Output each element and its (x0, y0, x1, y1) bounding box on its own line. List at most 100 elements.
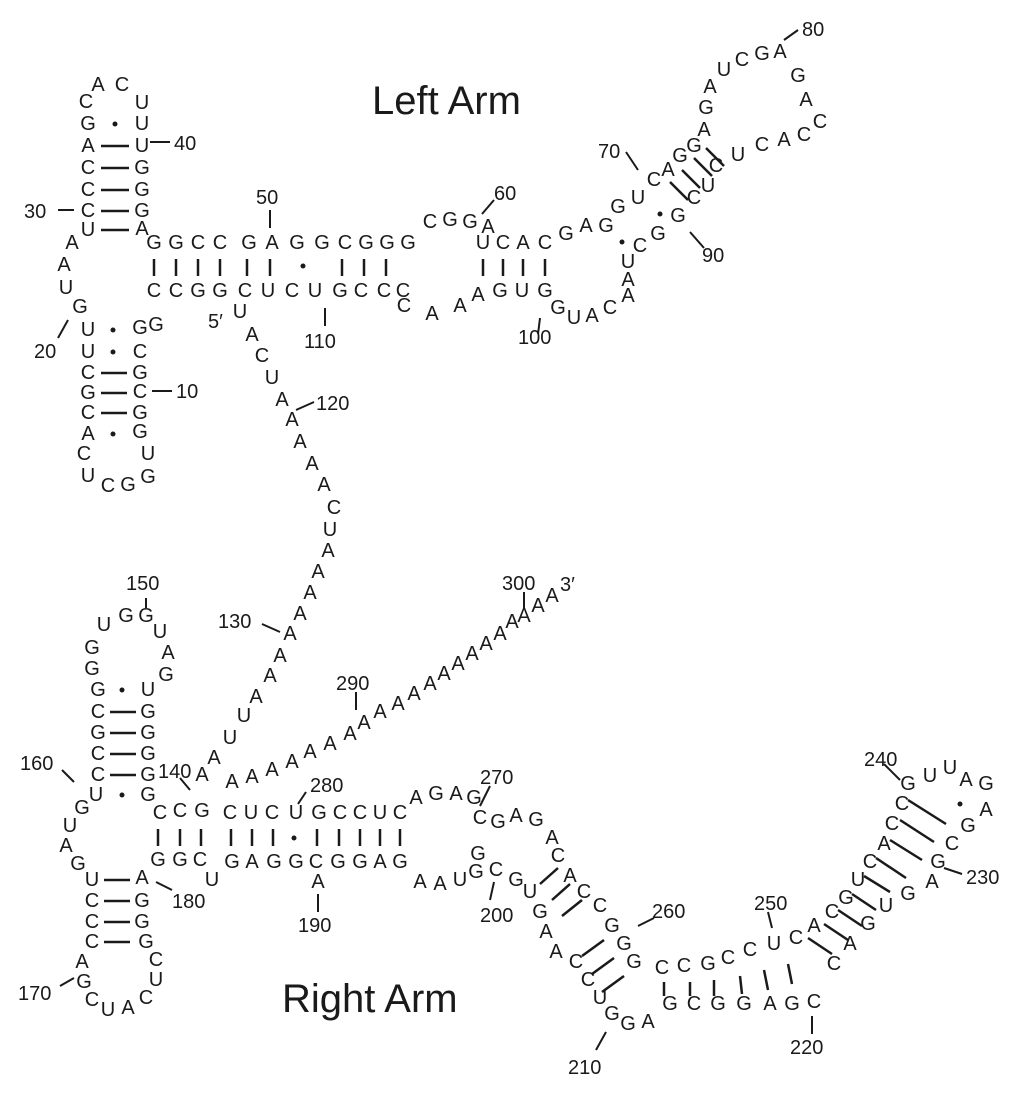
svg-text:A: A (697, 119, 711, 141)
svg-text:C: C (677, 955, 691, 977)
svg-text:C: C (139, 987, 153, 1009)
pos-100: 100 (518, 327, 551, 349)
svg-text:G: G (838, 887, 854, 909)
svg-text:C: C (79, 91, 93, 113)
svg-text:C: C (193, 849, 207, 871)
svg-text:G: G (710, 993, 726, 1015)
svg-text:C: C (593, 895, 607, 917)
svg-text:G: G (140, 701, 156, 723)
svg-text:U: U (373, 802, 387, 824)
svg-text:A: A (451, 653, 465, 675)
svg-text:A: A (357, 712, 371, 734)
position-ticks (57, 29, 963, 1051)
svg-text:U: U (59, 277, 73, 299)
svg-text:G: G (168, 232, 184, 254)
svg-text:G: G (90, 722, 106, 744)
svg-text:C: C (354, 280, 368, 302)
svg-text:G: G (132, 317, 148, 339)
svg-text:G: G (140, 784, 156, 806)
pos-300: 300 (502, 573, 535, 595)
svg-text:U: U (731, 144, 745, 166)
pos-80: 80 (802, 19, 824, 41)
svg-text:A: A (65, 232, 79, 254)
svg-text:G: G (358, 232, 374, 254)
svg-text:G: G (930, 851, 946, 873)
svg-text:A: A (317, 474, 331, 496)
svg-text:G: G (626, 951, 642, 973)
svg-text:G: G (468, 861, 484, 883)
pos-70: 70 (598, 141, 620, 163)
svg-text:C: C (338, 232, 352, 254)
svg-text:C: C (169, 280, 183, 302)
svg-text:U: U (717, 59, 731, 81)
svg-text:U: U (943, 757, 957, 779)
right-arm-label: Right Arm (282, 977, 458, 1021)
svg-text:C: C (825, 901, 839, 923)
svg-text:A: A (465, 643, 479, 665)
pos-230: 230 (966, 867, 999, 889)
svg-text:U: U (153, 621, 167, 643)
svg-text:A: A (661, 159, 675, 181)
svg-text:U: U (265, 367, 279, 389)
svg-text:A: A (75, 951, 89, 973)
svg-text:U: U (767, 933, 781, 955)
svg-text:G: G (470, 843, 486, 865)
svg-text:C: C (85, 890, 99, 912)
svg-text:G: G (224, 851, 240, 873)
pos-130: 130 (218, 611, 251, 633)
svg-text:A: A (843, 933, 857, 955)
svg-text:G: G (620, 1013, 636, 1035)
svg-text:G: G (132, 421, 148, 443)
svg-text:A: A (285, 751, 299, 773)
svg-text:A: A (373, 701, 387, 723)
svg-text:U: U (223, 727, 237, 749)
svg-text:A: A (437, 663, 451, 685)
svg-text:G: G (352, 851, 368, 873)
svg-text:A: A (799, 89, 813, 111)
svg-text:U: U (261, 280, 275, 302)
svg-text:A: A (91, 74, 105, 96)
pos-200: 200 (480, 905, 513, 927)
svg-text:C: C (687, 993, 701, 1015)
svg-text:G: G (120, 474, 136, 496)
svg-text:A: A (121, 997, 135, 1019)
svg-text:C: C (863, 851, 877, 873)
svg-text:G: G (140, 722, 156, 744)
pos-160: 160 (20, 753, 53, 775)
svg-text:A: A (481, 216, 495, 238)
three-prime-label: 3′ (560, 574, 575, 596)
svg-text:U: U (89, 784, 103, 806)
svg-text:G: G (528, 809, 544, 831)
svg-text:G: G (80, 382, 96, 404)
svg-text:A: A (545, 585, 559, 607)
svg-text:A: A (549, 941, 563, 963)
svg-text:A: A (517, 605, 531, 627)
pos-240: 240 (864, 749, 897, 771)
svg-text:U: U (205, 869, 219, 891)
svg-text:C: C (213, 232, 227, 254)
svg-text:A: A (273, 645, 287, 667)
svg-text:C: C (423, 211, 437, 233)
svg-text:C: C (633, 235, 647, 257)
svg-text:A: A (343, 723, 357, 745)
svg-text:G: G (790, 65, 806, 87)
pos-210: 210 (568, 1057, 601, 1079)
pos-60: 60 (494, 183, 516, 205)
svg-text:A: A (161, 642, 175, 664)
pos-140: 140 (158, 761, 191, 783)
svg-text:A: A (425, 303, 439, 325)
svg-text:A: A (641, 1011, 655, 1033)
svg-text:G: G (172, 849, 188, 871)
svg-text:G: G (146, 232, 162, 254)
svg-text:A: A (249, 686, 263, 708)
svg-text:A: A (505, 611, 519, 633)
svg-text:A: A (283, 623, 297, 645)
svg-text:C: C (647, 169, 661, 191)
svg-text:G: G (860, 913, 876, 935)
svg-text:G: G (379, 232, 395, 254)
svg-text:A: A (703, 76, 717, 98)
svg-text:C: C (85, 911, 99, 933)
